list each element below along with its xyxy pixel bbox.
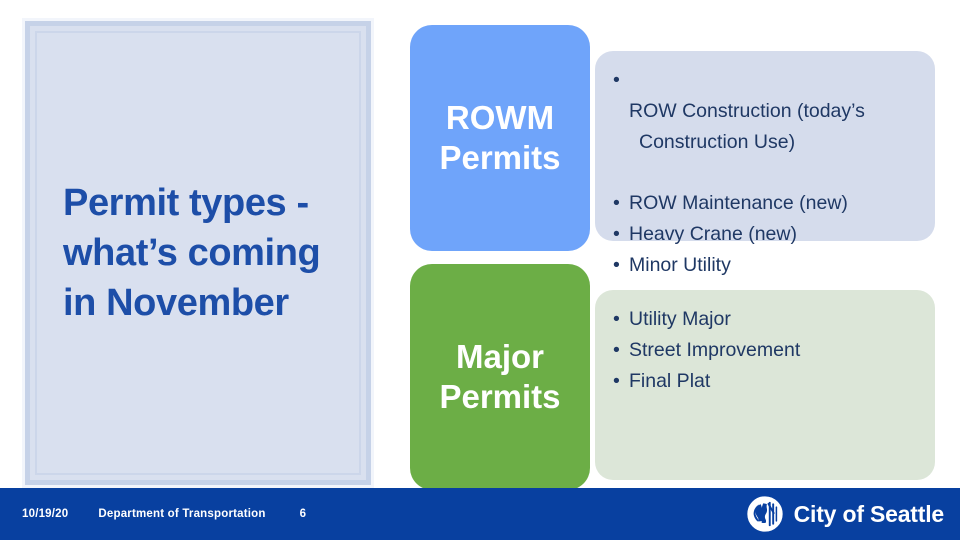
title-panel: Permit types - what’s coming in November (22, 18, 374, 488)
major-bullet-list: Utility Major Street Improvement Final P… (613, 304, 919, 396)
footer-department: Department of Transportation (98, 508, 266, 520)
rowm-bullet-list: ROW Construction (today’s Construction U… (613, 65, 919, 281)
list-item: Utility Major (613, 304, 919, 335)
list-item-label: ROW Construction (today’s (629, 99, 865, 122)
rowm-bullet-panel: ROW Construction (today’s Construction U… (595, 51, 935, 280)
list-item: ROW Construction (today’s Construction U… (613, 65, 919, 188)
list-item: Street Improvement (613, 335, 919, 366)
footer-meta: 10/19/20 Department of Transportation 6 (0, 508, 306, 520)
major-permits-label-box: Major Permits (410, 264, 590, 490)
rowm-permits-label-box: ROWM Permits (410, 25, 590, 251)
city-of-seattle-logo: City of Seattle (745, 495, 945, 533)
rowm-permits-label: ROWM Permits (439, 98, 561, 176)
footer-date: 10/19/20 (22, 508, 69, 520)
list-item: Final Plat (613, 366, 919, 397)
major-permits-label: Major Permits (439, 337, 561, 415)
seattle-seal-icon (745, 495, 784, 533)
list-item: Heavy Crane (new) (613, 219, 919, 250)
footer-bar: 10/19/20 Department of Transportation 6 … (0, 488, 960, 540)
list-item: ROW Maintenance (new) (613, 188, 919, 219)
major-bullet-panel: Utility Major Street Improvement Final P… (595, 290, 935, 480)
title-panel-border: Permit types - what’s coming in November (25, 21, 371, 485)
footer-page-number: 6 (299, 508, 307, 520)
list-item-continuation: Construction Use) (639, 130, 796, 153)
title-panel-inner: Permit types - what’s coming in November (35, 31, 361, 475)
city-of-seattle-wordmark: City of Seattle (793, 500, 945, 527)
list-item: Minor Utility (613, 250, 919, 281)
page-title: Permit types - what’s coming in November (63, 181, 321, 325)
